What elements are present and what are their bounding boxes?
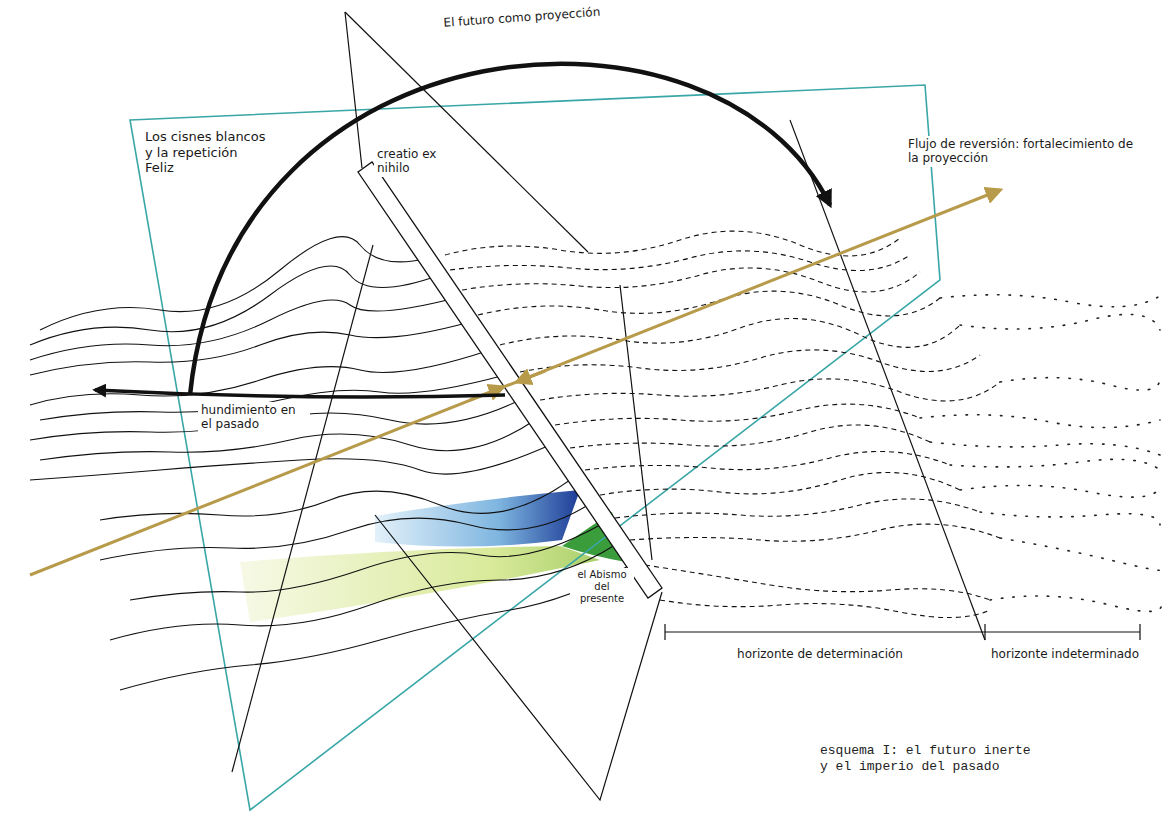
dotted-line [960,314,1160,330]
future-line [630,524,1000,541]
past-line [30,322,470,375]
past-line [30,400,520,440]
past-line [30,266,440,345]
flow-label: Flujo de reversión: fortalecimiento de l… [905,136,1150,167]
present-band [358,162,662,598]
dotted-line [960,485,1160,497]
future-line [555,404,920,425]
future-line [445,231,900,256]
future-line [478,291,940,316]
future-line [660,600,990,618]
plane-line [790,120,985,640]
past-line [100,505,588,560]
arc-label: El futuro como proyección [440,4,604,32]
sinking-arrow [95,390,505,397]
plane-line [620,285,652,560]
dotted-line [930,442,1160,455]
arrow-label: hundimiento en el pasado [198,402,310,433]
future-line [585,451,950,470]
band-label: el Abismo del presente [570,568,634,606]
projection-arc [190,64,830,395]
dotted-line [990,596,1161,611]
horizon-bracket [665,624,1140,640]
present-band [358,162,662,598]
bracket-label: horizonte indeterminado [988,646,1142,662]
plane-line [375,515,662,800]
bracket-label: horizonte de determinación [690,646,950,662]
dotted-line [950,459,1160,470]
caption: esquema I: el futuro inerte y el imperio… [818,742,1044,777]
future-line [570,425,930,448]
future-line [540,379,1000,401]
projection-arc [190,64,830,395]
future-line [615,499,980,518]
dotted-line [940,295,1160,307]
horizon-bracket [665,624,1140,640]
past-line [100,480,570,520]
future-line [600,472,960,495]
reversion-arrow [30,190,1000,575]
future-line [500,319,960,348]
future-line [645,565,990,600]
past-line [120,565,630,690]
colour-fill [240,546,600,622]
past-line [30,237,630,690]
dotted-line [1000,538,1160,570]
sinking-arrow [95,390,505,397]
region-label: Los cisnes blancos y la repetición Feliz [142,128,270,177]
future-line [462,268,920,292]
plane-label: creatio ex nihilo [374,146,446,177]
past-line [110,545,615,640]
plane-line [345,12,588,252]
dotted-line [1000,378,1160,390]
past-line [30,445,550,480]
dotted-line [980,512,1160,525]
reversion-arrow [517,371,545,382]
future-line [445,231,1000,617]
dotted-line [920,415,1160,428]
plane-line [345,12,362,168]
past-line [130,525,600,600]
reversion-arrow [30,190,1000,575]
plane-line [232,12,985,800]
dotted-line [920,295,1161,612]
